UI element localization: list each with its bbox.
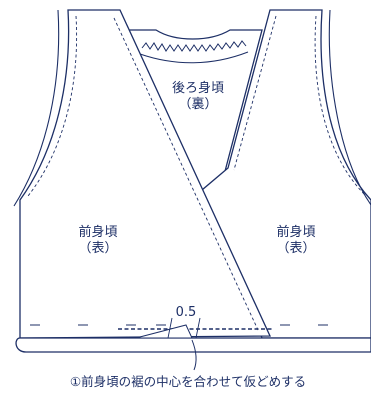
- right-armhole-edge: [328, 9, 371, 206]
- back-body-panel: [126, 29, 263, 199]
- instruction-caption: ①前身頃の裾の中心を合わせて仮どめする: [70, 374, 306, 389]
- back-neck-line: [139, 51, 249, 64]
- back-body-label: 後ろ身頃: [172, 80, 224, 96]
- left-front-label: 前身頃: [78, 224, 117, 240]
- left-front-side-label: （表）: [78, 241, 117, 256]
- measurement-marker-right: [195, 317, 201, 339]
- back-neck-zigzag: [141, 40, 247, 52]
- hem-overlap-triangle: [135, 324, 193, 339]
- left-front-panel: [19, 9, 272, 339]
- leader-line: [191, 339, 197, 371]
- measurement-marker-left: [167, 317, 173, 339]
- right-front-stitch-shoulder: [314, 15, 367, 197]
- measurement-label: 0.5: [176, 305, 197, 320]
- right-front-label: 前身頃: [276, 224, 315, 240]
- right-front-stitch-neck: [233, 15, 277, 171]
- left-front-stitch-shoulder: [27, 15, 78, 197]
- back-side-label: （裏）: [178, 97, 217, 112]
- left-armhole-edge: [13, 9, 60, 207]
- left-front-stitch-neck: [113, 17, 259, 331]
- right-front-side-label: （表）: [276, 241, 315, 256]
